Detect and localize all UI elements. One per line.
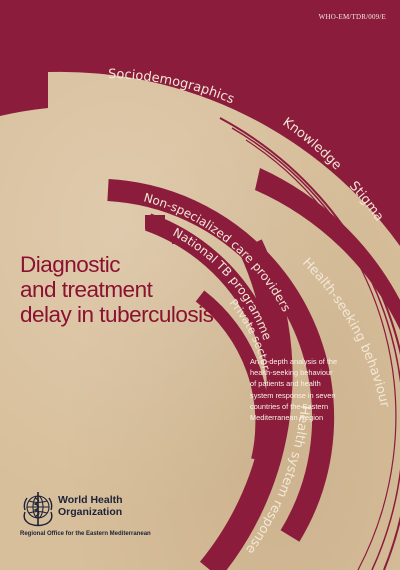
subtitle-line: Mediterranean Region (250, 413, 324, 423)
document-subtitle: An in-depth analysis of the health-seeki… (250, 356, 400, 423)
publisher-name: World Health Organization (58, 494, 123, 518)
who-emblem-icon (23, 492, 53, 527)
title-line: delay in tuberculosis (20, 302, 214, 327)
publisher-region: Regional Office for the Eastern Mediterr… (20, 531, 151, 537)
subtitle-line: of patients and health (250, 379, 321, 389)
subtitle-line: countries of the Eastern (250, 401, 329, 411)
document-code: WHO-EM/TDR/009/E (318, 13, 386, 21)
title-line: and treatment (20, 277, 153, 302)
document-title: Diagnostic and treatment delay in tuberc… (20, 252, 214, 327)
subtitle-line: An in-depth analysis of the (250, 357, 338, 366)
subtitle-line: system response in seven (250, 390, 336, 400)
subtitle-line: health-seeking behaviour (250, 368, 333, 378)
who-logo: World Health Organization Regional Offic… (20, 490, 200, 540)
publisher-name-line: World Health (58, 494, 123, 506)
publisher-name-line: Organization (58, 506, 123, 518)
title-line: Diagnostic (20, 252, 121, 277)
